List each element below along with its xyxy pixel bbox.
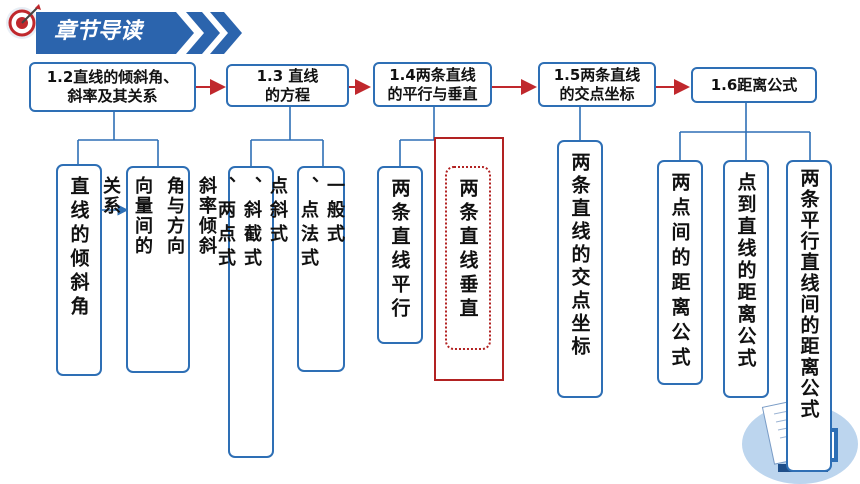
- topic-label: 两条直线垂直: [456, 178, 479, 322]
- topic-label: 直线的倾斜角: [67, 176, 90, 320]
- chapter-label-line: 1.3 直线: [256, 66, 319, 85]
- topic-label: 两条直线的交点坐标: [568, 152, 591, 359]
- topic-box-parallel-lines: 两条直线平行: [377, 166, 423, 344]
- chapter-label-line: 的方程: [264, 85, 310, 104]
- topic-label-col: 斜率倾斜: [196, 176, 217, 256]
- chapter-label-line: 的交点坐标: [559, 84, 635, 103]
- topic-box-two-point-distance: 两点间的距离公式: [657, 160, 703, 385]
- topic-label: 两条直线平行: [388, 178, 411, 322]
- page-title: 章节导读: [54, 19, 143, 44]
- chapter-label-line: 1.5两条直线: [553, 65, 641, 84]
- topic-box-intersection-point: 两条直线的交点坐标: [557, 140, 603, 398]
- topic-box-parallel-lines-distance: 两条平行直线间的距离公式: [786, 160, 832, 472]
- chapter-label-line: 1.4两条直线: [389, 65, 476, 84]
- topic-label-col: 、两点式: [215, 176, 236, 272]
- topic-label-col: 角与方向: [164, 176, 185, 256]
- topic-label-col: 一般式: [324, 176, 345, 248]
- topic-box-perpendicular-lines: 两条直线垂直: [445, 166, 491, 350]
- topic-box-inclination-angle: 直线的倾斜角: [56, 164, 102, 376]
- topic-box-point-line-distance: 点到直线的距离公式: [723, 160, 769, 398]
- chapter-label-line: 的平行与垂直: [387, 84, 478, 103]
- topic-label: 两条平行直线间的距离公式: [797, 168, 820, 420]
- topic-label: 两点间的距离公式: [668, 172, 691, 372]
- chapter-label-line: 1.2直线的倾斜角、: [46, 68, 179, 86]
- topic-label-col: 关系: [100, 176, 121, 216]
- title-banner: [36, 12, 242, 54]
- topic-label: 点到直线的距离公式: [734, 172, 757, 370]
- chapter-box-1-6: 1.6距离公式: [691, 67, 817, 103]
- topic-label-col: 向量间的: [132, 176, 153, 256]
- chapter-label-line: 1.6距离公式: [710, 75, 798, 94]
- topic-box-slope-relation: 斜率倾斜 角与方向 向量间的 关系: [100, 166, 217, 373]
- target-icon: [6, 4, 41, 39]
- topic-box-point-slope-forms: 点斜式 、斜截式 、两点式: [215, 166, 288, 458]
- chapter-box-1-2: 1.2直线的倾斜角、斜率及其关系: [29, 62, 196, 112]
- chapter-box-1-3: 1.3 直线的方程: [226, 64, 349, 107]
- chapter-box-1-5: 1.5两条直线的交点坐标: [538, 62, 656, 107]
- chapter-box-1-4: 1.4两条直线的平行与垂直: [373, 62, 492, 107]
- chapter-label-line: 斜率及其关系: [67, 87, 158, 105]
- topic-label-col: 、点法式: [298, 176, 319, 272]
- topic-label-col: 点斜式: [267, 176, 288, 248]
- topic-label-col: 、斜截式: [241, 176, 262, 272]
- topic-box-general-form: 一般式 、点法式: [297, 166, 345, 372]
